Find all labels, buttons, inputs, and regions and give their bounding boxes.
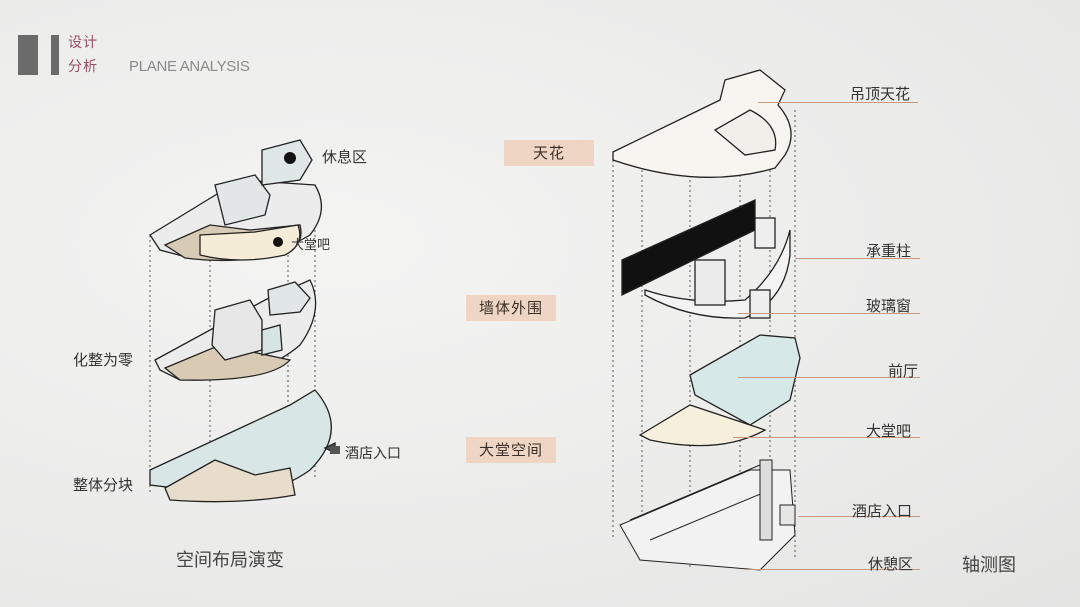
left-diagram-caption: 空间布局演变 [176,550,284,571]
top-tier-block [149,139,322,262]
section-tag-wall: 墙体外围 [466,295,556,321]
label-lobby-bar: 大堂吧 [291,238,331,253]
section-tag-lobby-space: 大堂空间 [466,437,556,463]
header-title-cn-line1: 设计 [68,35,98,51]
callout-rest-area: 休憩区 [868,555,914,573]
header-bar-right [51,35,59,75]
right-diagram-caption: 轴测图 [962,555,1016,576]
label-break-down: 化整为零 [73,351,134,369]
callout-load-bearing-column: 承重柱 [866,242,912,260]
callout-glass-window: 玻璃窗 [866,297,912,315]
bottom-tier-block [149,389,336,503]
lobby-bar-layer [638,404,767,447]
callout-suspended-ceiling: 吊顶天花 [850,85,911,103]
leader-line-window [738,313,920,314]
header-bar-left [18,35,38,75]
leader-line-hotel-entrance [798,516,920,517]
callout-lobby-bar: 大堂吧 [866,422,912,440]
leader-line-rest-area [745,569,920,570]
rest-area-layer [619,459,796,571]
middle-tier-block [154,279,317,381]
wall-layer [621,198,791,319]
leader-line-lobby-bar [733,437,920,438]
leader-line-front-hall [738,377,920,378]
header-title-en: PLANE ANALYSIS [129,58,250,75]
section-tag-ceiling: 天花 [504,140,594,166]
callout-front-hall: 前厅 [888,362,919,380]
label-whole-block: 整体分块 [73,476,134,494]
header-title-cn-line2: 分析 [68,59,98,75]
arrow-left-icon [330,446,340,454]
label-rest-area: 休息区 [322,148,368,166]
label-hotel-entrance: 酒店入口 [345,446,401,462]
leader-line-column [795,258,920,259]
front-hall-layer [689,334,801,426]
ceiling-layer [612,69,792,178]
callout-hotel-entrance: 酒店入口 [852,502,913,520]
leader-line-ceiling [758,102,918,103]
